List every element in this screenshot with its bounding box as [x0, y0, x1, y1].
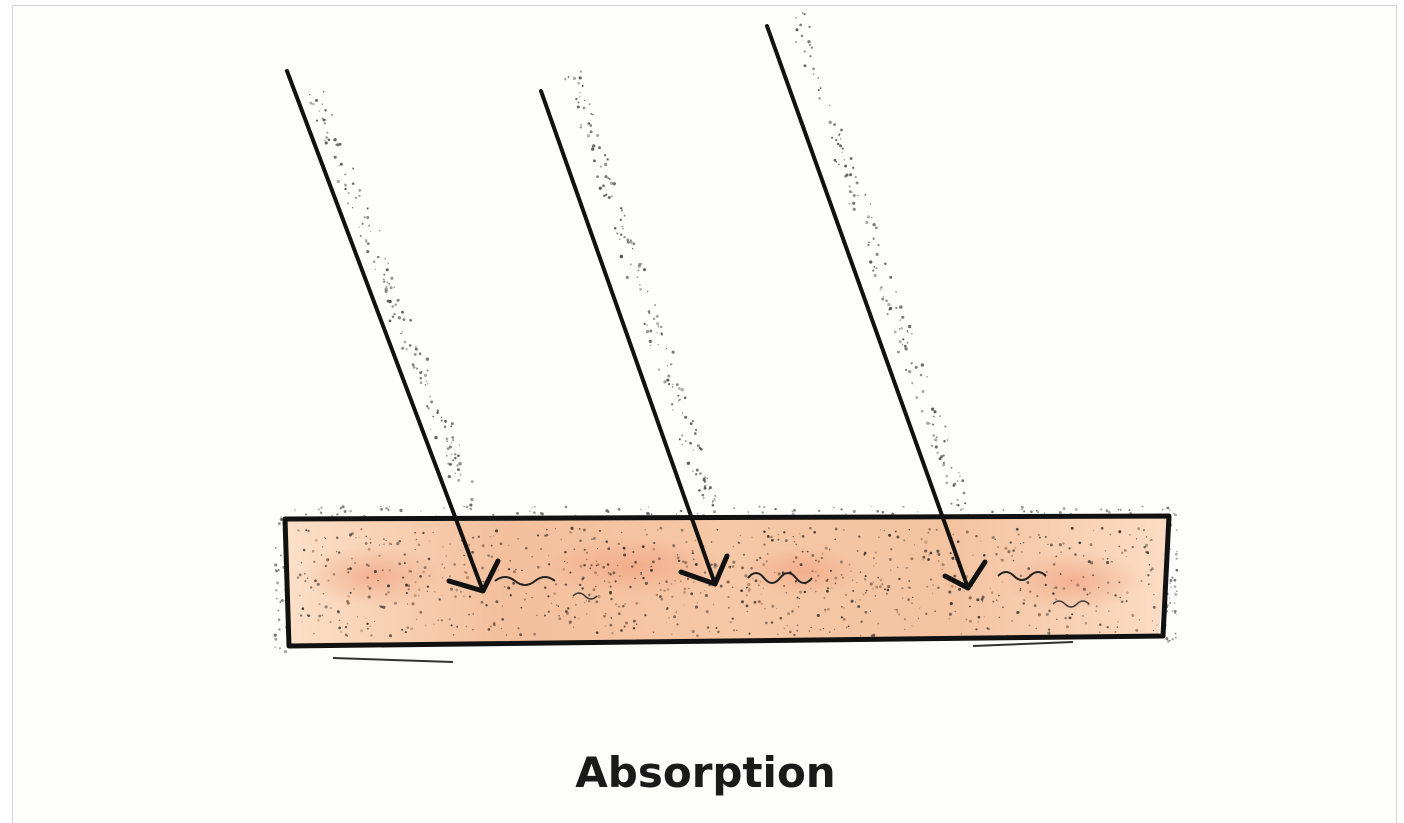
absorption-illustration [13, 6, 1397, 823]
diagram-frame: Absorption [12, 5, 1397, 823]
incoming-ray-arrow [287, 71, 498, 591]
incoming-ray-arrow [541, 91, 727, 584]
absorbing-slab [285, 516, 1169, 662]
diagram-caption: Absorption [13, 748, 1397, 797]
